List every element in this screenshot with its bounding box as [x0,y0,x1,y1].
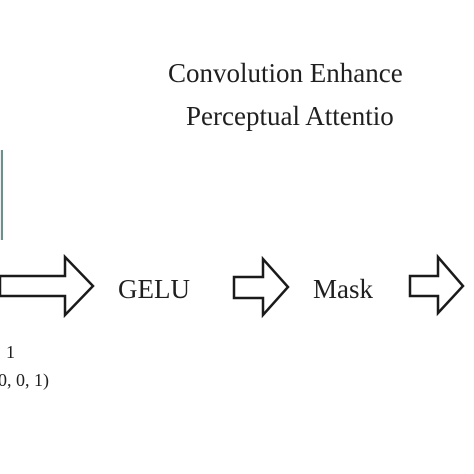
input-block-edge [0,150,3,240]
mask-node-label: Mask [313,274,373,304]
input-annotation-line-1: 1 [6,342,15,362]
arrow-input-to-gelu [0,253,95,319]
arrow-gelu-to-mask [232,255,290,319]
diagram-title-line-2: Perceptual Attentio [186,101,394,131]
diagram-title-line-1: Convolution Enhance [168,58,403,88]
arrow-mask-to-next [408,253,465,317]
gelu-node-label: GELU [118,274,190,304]
input-annotation-line-2: 0, 0, 1) [0,370,49,390]
